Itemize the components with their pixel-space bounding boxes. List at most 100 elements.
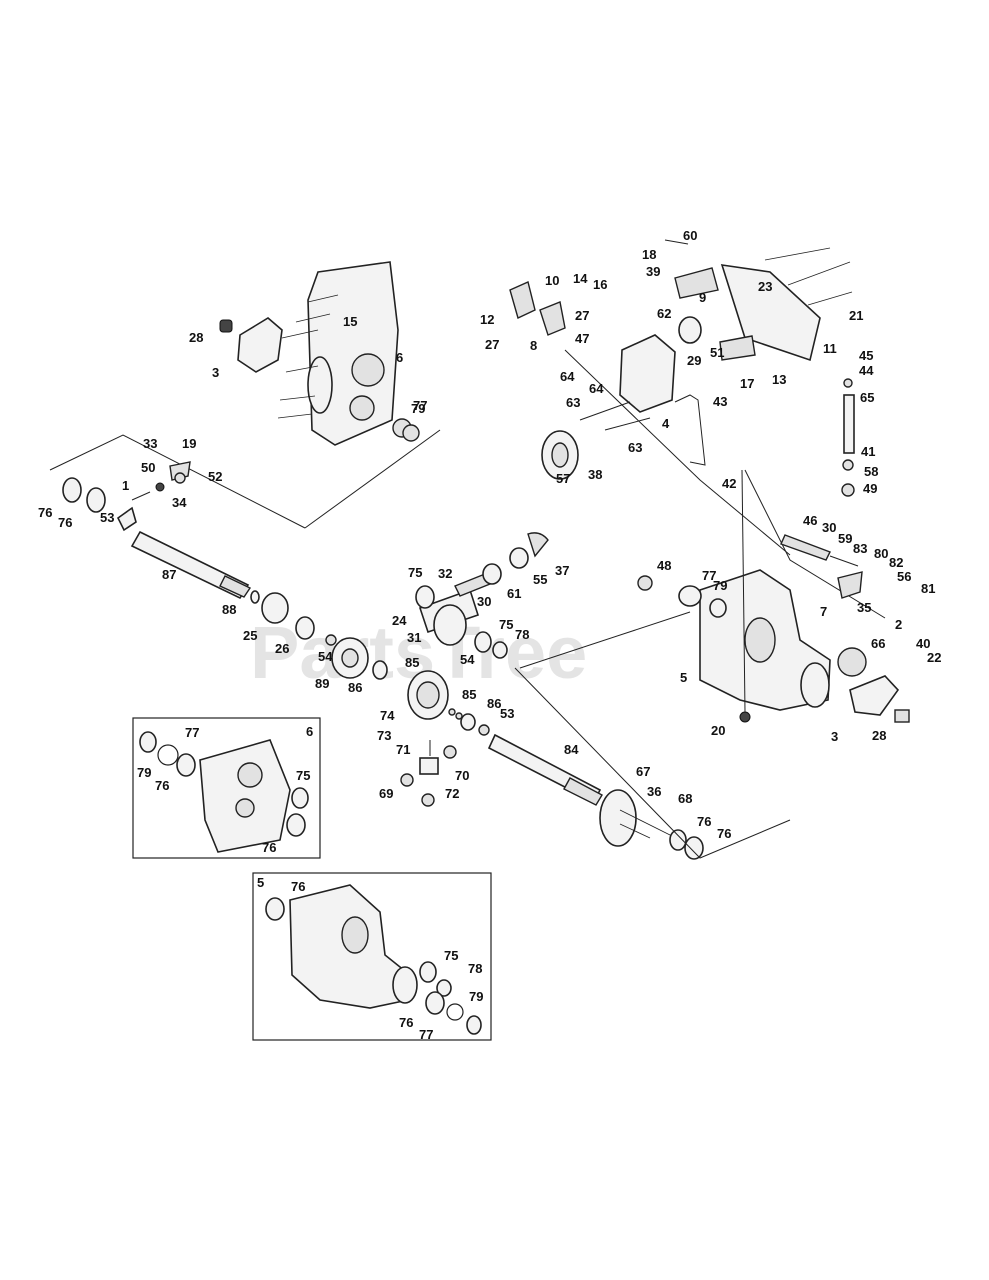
callout: 1	[122, 478, 129, 493]
callout: 63	[628, 440, 642, 455]
callout: 25	[243, 628, 257, 643]
callout: 77	[702, 568, 716, 583]
callout: 77	[185, 725, 199, 740]
callout: 21	[849, 308, 863, 323]
callout: 22	[927, 650, 941, 665]
callout: 2	[895, 617, 902, 632]
callout: 79	[713, 578, 727, 593]
callout: 78	[468, 961, 482, 976]
callout: 76	[291, 879, 305, 894]
callout: 66	[871, 636, 885, 651]
callout: 67	[636, 764, 650, 779]
callout: 3	[831, 729, 838, 744]
callout: 16	[593, 277, 607, 292]
callout: 46	[803, 513, 817, 528]
inset-5	[252, 872, 492, 1041]
callout: 86	[348, 680, 362, 695]
callout: 36	[647, 784, 661, 799]
callout: 44	[859, 363, 874, 378]
callout: 76	[58, 515, 72, 530]
callout: 20	[711, 723, 725, 738]
callout: 76	[717, 826, 731, 841]
callout: 76	[399, 1015, 413, 1030]
callout: 89	[315, 676, 329, 691]
callout: 53	[100, 510, 114, 525]
part-callouts: 1 2 3 3 4 5 6 7 8 9 10 11 12 13 14 15 16…	[38, 228, 941, 1042]
center-gear-stack	[400, 532, 549, 807]
callout: 28	[872, 728, 886, 743]
callout: 40	[916, 636, 930, 651]
callout: 23	[758, 279, 772, 294]
callout: 39	[646, 264, 660, 279]
callout: 27	[575, 308, 589, 323]
callout: 80	[874, 546, 888, 561]
callout: 13	[772, 372, 786, 387]
callout: 79	[411, 401, 425, 416]
callout: 50	[141, 460, 155, 475]
callout: 24	[392, 613, 407, 628]
upper-housing-assembly	[509, 239, 855, 556]
callout: 18	[642, 247, 656, 262]
callout: 6	[396, 350, 403, 365]
callout: 4	[662, 416, 670, 431]
inset-6	[132, 717, 321, 859]
callout: 8	[530, 338, 537, 353]
callout: 69	[379, 786, 393, 801]
side-cover-assembly	[219, 261, 420, 446]
inset-5-number: 5	[257, 875, 264, 890]
callout: 65	[860, 390, 874, 405]
callout: 71	[396, 742, 410, 757]
axle-shaft-84-assembly	[487, 667, 791, 860]
callout: 48	[657, 558, 671, 573]
callout: 14	[573, 271, 588, 286]
callout: 81	[921, 581, 935, 596]
callout: 45	[859, 348, 873, 363]
callout: 76	[38, 505, 52, 520]
callout: 79	[469, 989, 483, 1004]
callout: 52	[208, 469, 222, 484]
callout: 54	[460, 652, 475, 667]
callout: 27	[485, 337, 499, 352]
callout: 57	[556, 471, 570, 486]
callout: 3	[212, 365, 219, 380]
callout: 79	[137, 765, 151, 780]
callout: 29	[687, 353, 701, 368]
callout: 56	[897, 569, 911, 584]
callout: 43	[713, 394, 727, 409]
callout: 58	[864, 464, 878, 479]
callout: 54	[318, 649, 333, 664]
callout: 63	[566, 395, 580, 410]
callout: 64	[560, 369, 575, 384]
callout: 33	[143, 436, 157, 451]
callout: 30	[477, 594, 491, 609]
callout: 37	[555, 563, 569, 578]
callout: 85	[405, 655, 419, 670]
callout: 47	[575, 331, 589, 346]
callout: 60	[683, 228, 697, 243]
callout: 77	[413, 398, 427, 413]
callout: 84	[564, 742, 579, 757]
callout: 59	[838, 531, 852, 546]
callout: 35	[857, 600, 871, 615]
callout: 73	[377, 728, 391, 743]
callout: 28	[189, 330, 203, 345]
callout: 42	[722, 476, 736, 491]
callout: 30	[822, 520, 836, 535]
callout: 75	[408, 565, 422, 580]
callout: 7	[820, 604, 827, 619]
callout: 15	[343, 314, 357, 329]
callout: 11	[823, 341, 837, 356]
callout: 10	[545, 273, 559, 288]
callout: 32	[438, 566, 452, 581]
callout: 12	[480, 312, 494, 327]
main-transmission-case	[519, 469, 910, 723]
callout: 51	[710, 345, 724, 360]
callout: 49	[863, 481, 877, 496]
callout: 26	[275, 641, 289, 656]
callout: 9	[699, 290, 706, 305]
callout: 17	[740, 376, 754, 391]
axle-shaft-87-assembly	[49, 429, 441, 680]
callout: 72	[445, 786, 459, 801]
callout: 38	[588, 467, 602, 482]
